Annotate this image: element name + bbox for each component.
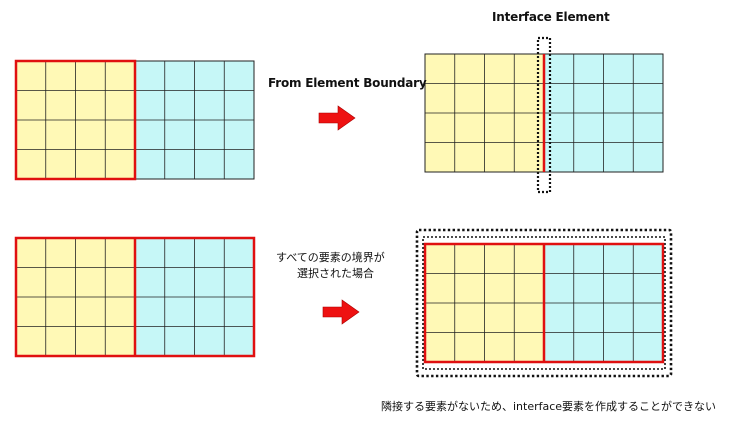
from-boundary-label: From Element Boundary (268, 76, 427, 90)
all-boundaries-label-line1: すべての要素の境界が (276, 251, 385, 264)
inner-boundary-outline (422, 236, 666, 370)
top-left-mesh (14, 59, 255, 181)
outer-boundary-outline (415, 228, 673, 378)
interface-element-outline (536, 36, 552, 194)
all-boundaries-label-line2: 選択された場合 (297, 267, 374, 280)
right-arrow-bottom (322, 299, 360, 325)
bottom-right-mesh (415, 228, 673, 378)
bottom-left-mesh (14, 236, 256, 358)
selected-boundary (14, 59, 137, 181)
right-arrow-top (318, 105, 356, 131)
cannot-create-label: 隣接する要素がないため、interface要素を作成することができない (381, 400, 717, 413)
top-right-mesh (424, 36, 664, 194)
interface-element-label: Interface Element (492, 10, 610, 24)
